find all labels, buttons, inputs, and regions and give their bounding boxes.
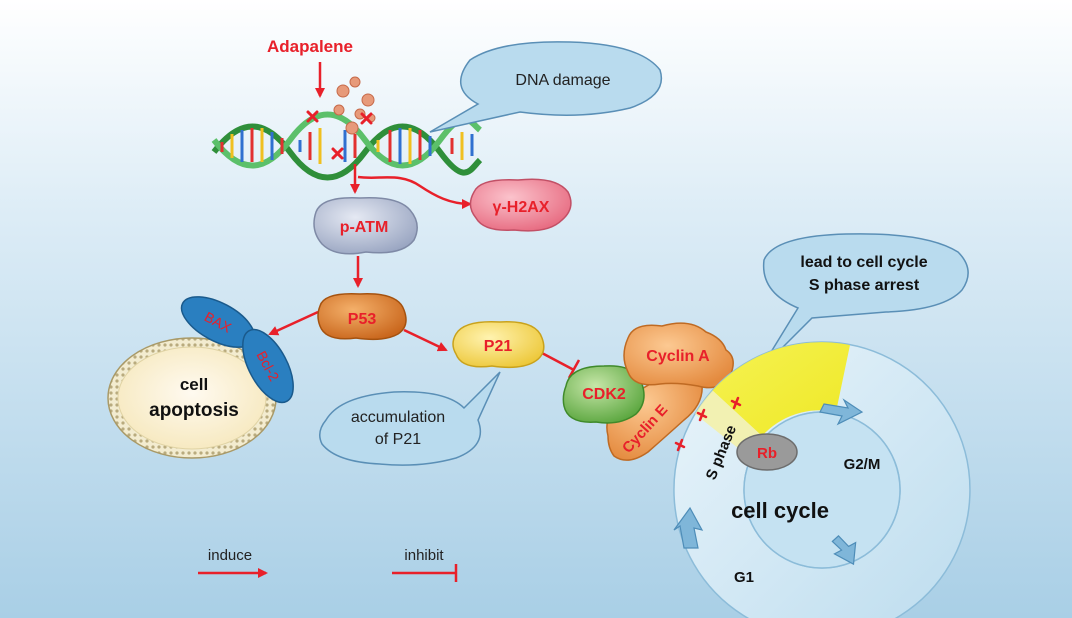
arrest-text-line2: S phase arrest — [809, 277, 920, 294]
rb-label: Rb — [757, 445, 777, 462]
g2m-label: G2/M — [844, 456, 881, 473]
p21-label: P21 — [484, 338, 513, 355]
cdk2-label: CDK2 — [582, 386, 626, 403]
s-phase-arrest-marks — [674, 396, 742, 452]
legend-induce-label: induce — [208, 547, 252, 564]
dna-damage-callout: DNA damage — [429, 41, 663, 133]
arrest-text-line1: lead to cell cycle — [800, 254, 927, 271]
dna-damage-text: DNA damage — [515, 72, 610, 89]
legend: induce inhibit — [198, 547, 458, 582]
h2ax-label: γ-H2AX — [493, 199, 550, 216]
apoptosis-label-line1: cell — [180, 375, 208, 394]
p21-protein: P21 — [452, 321, 545, 369]
inhibit-arrow — [539, 350, 581, 379]
arrow-g1-to-s-icon — [673, 506, 704, 549]
accumulation-callout: accumulation of P21 — [319, 371, 501, 466]
cyclin-a-protein: Cyclin A — [623, 322, 734, 389]
apoptosis-label-line2: apoptosis — [149, 400, 239, 421]
cyclin-a-label: Cyclin A — [646, 348, 710, 365]
dna-damage-marks — [306, 110, 373, 160]
patm-protein: p-ATM — [313, 197, 418, 255]
h2ax-protein: γ-H2AX — [469, 178, 572, 232]
arrest-callout: lead to cell cycle S phase arrest — [759, 233, 969, 371]
drug-particles — [333, 76, 376, 135]
rb-protein: Rb — [736, 433, 798, 471]
p53-label: P53 — [348, 311, 377, 328]
s-phase-segment — [712, 342, 850, 436]
cell-cycle-title: cell cycle — [731, 498, 829, 523]
apoptosis-cell: cell apoptosis — [107, 337, 277, 459]
arrow-s-to-g2m-icon — [819, 398, 864, 426]
legend-inhibit-label: inhibit — [404, 547, 444, 564]
arrow-g2m-to-g1-icon — [831, 535, 857, 566]
patm-label: p-ATM — [340, 219, 389, 236]
accumulation-text-line2: of P21 — [375, 431, 421, 448]
p53-protein: P53 — [317, 293, 407, 341]
drug-label: Adapalene — [267, 37, 353, 56]
g1-label: G1 — [734, 569, 754, 586]
induce-arrows — [268, 164, 472, 352]
cycle-direction-arrows — [673, 398, 864, 566]
accumulation-text-line1: accumulation — [351, 409, 445, 426]
cdk2-protein: CDK2 — [562, 365, 645, 424]
bcl2-protein: Bcl-2 — [242, 328, 294, 404]
